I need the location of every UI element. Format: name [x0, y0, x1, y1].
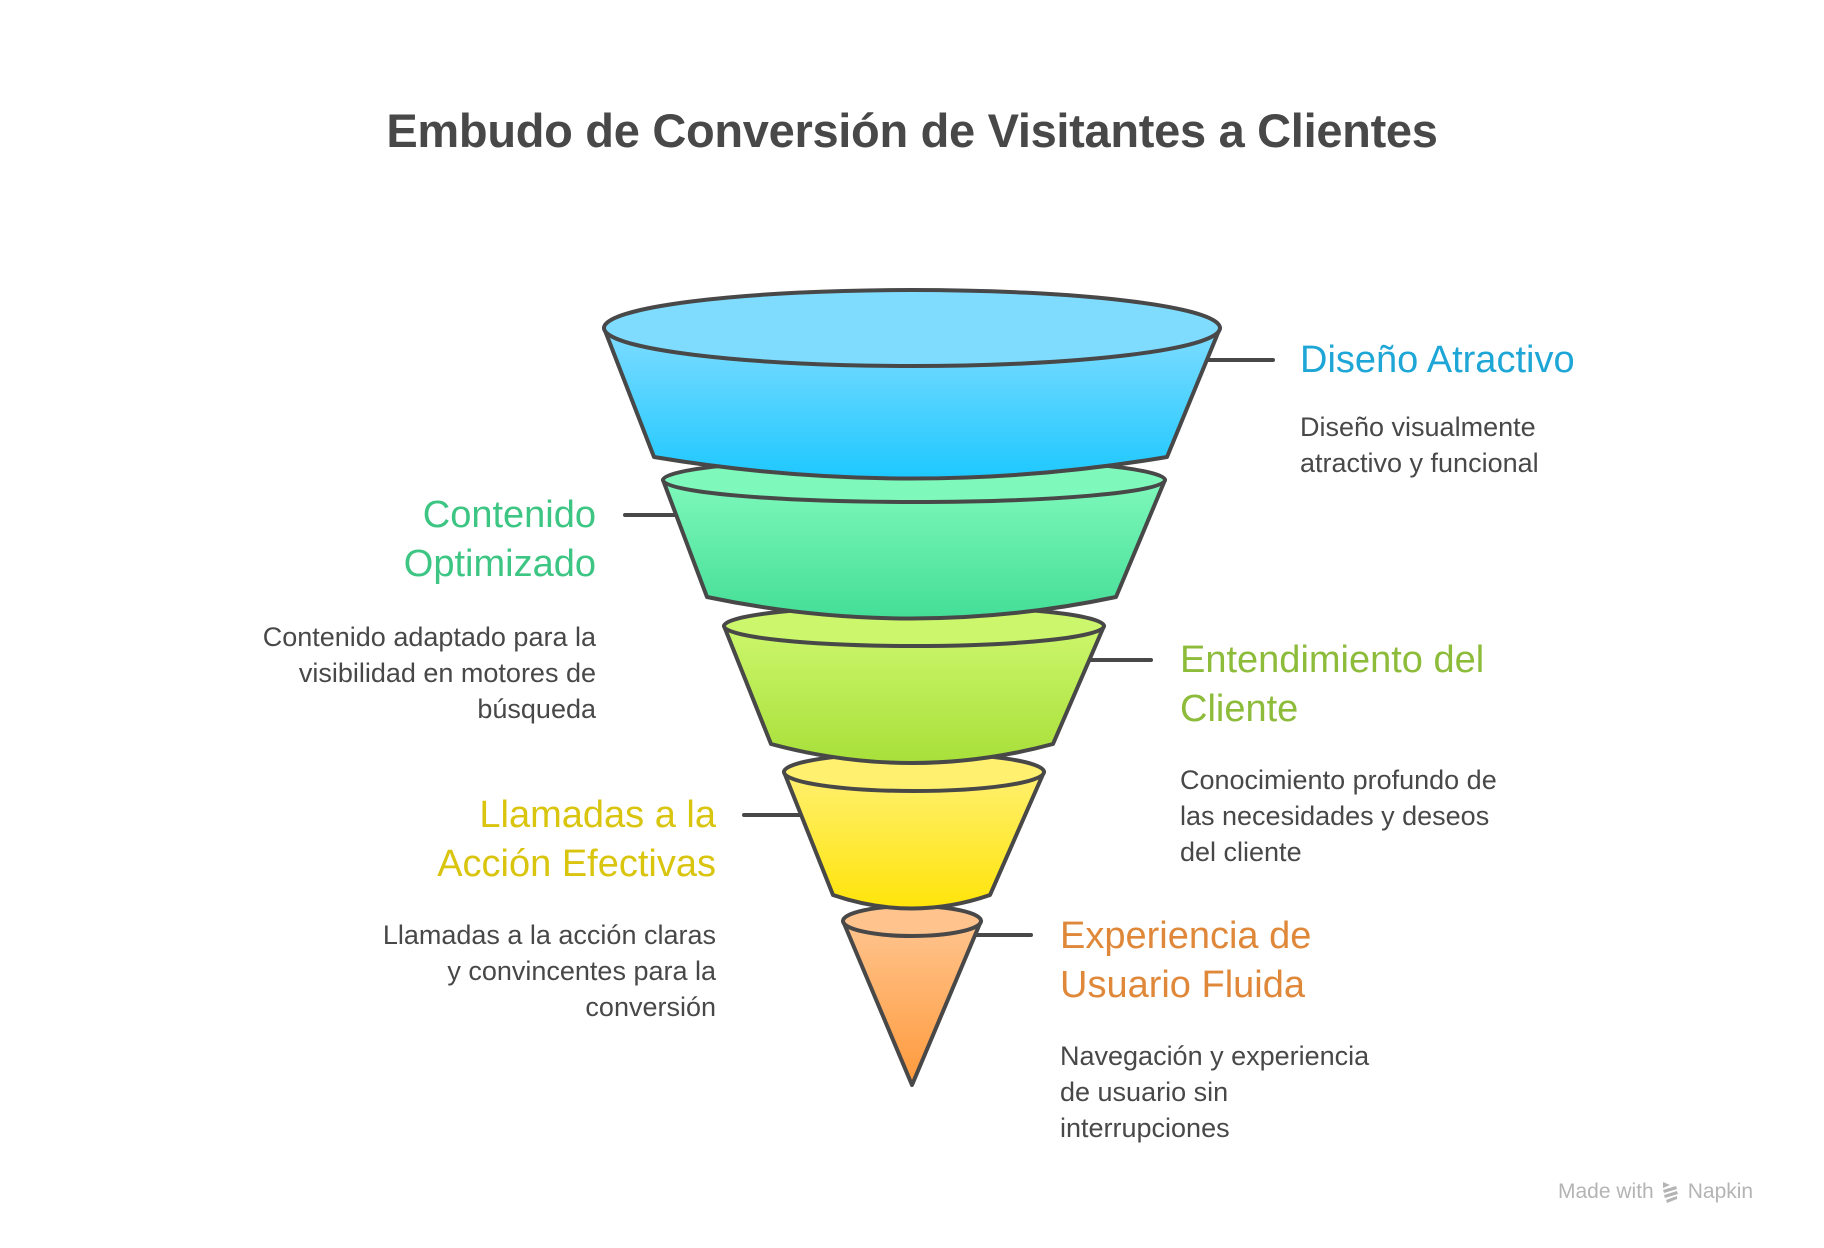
- stage-heading-diseno: Diseño Atractivo: [1300, 339, 1575, 381]
- funnel-segment-diseno: [602, 288, 1222, 481]
- funnel-segment-contenido: [661, 456, 1167, 621]
- diagram-title: Embudo de Conversión de Visitantes a Cli…: [386, 104, 1438, 157]
- stage-description-diseno: Diseño visualmente atractivo y funcional: [1300, 412, 1539, 478]
- stage-description-llamadas: Llamadas a la acción claras y convincent…: [382, 920, 716, 1022]
- stage-heading-llamadas: Llamadas a la Acción Efectivas: [437, 794, 716, 885]
- funnel-segment-experiencia: [841, 904, 983, 1087]
- stage-heading-entendimiento: Entendimiento del Cliente: [1180, 639, 1485, 730]
- watermark-brand: Napkin: [1687, 1180, 1754, 1203]
- stage-description-contenido: Contenido adaptado para la visibilidad e…: [262, 622, 596, 724]
- funnel-segment-entendimiento: [722, 604, 1106, 765]
- stage-description-experiencia: Navegación y experiencia de usuario sin …: [1060, 1041, 1370, 1143]
- stage-heading-contenido: Contenido Optimizado: [403, 494, 596, 585]
- watermark-prefix: Made with: [1558, 1180, 1654, 1203]
- stage-heading-experiencia: Experiencia de Usuario Fluida: [1060, 915, 1312, 1006]
- funnel-segment-llamadas: [782, 751, 1046, 911]
- stage-description-entendimiento: Conocimiento profundo de las necesidades…: [1180, 765, 1497, 867]
- napkin-logo-icon: [1662, 1182, 1678, 1203]
- napkin-watermark[interactable]: Made with Napkin: [1558, 1180, 1753, 1204]
